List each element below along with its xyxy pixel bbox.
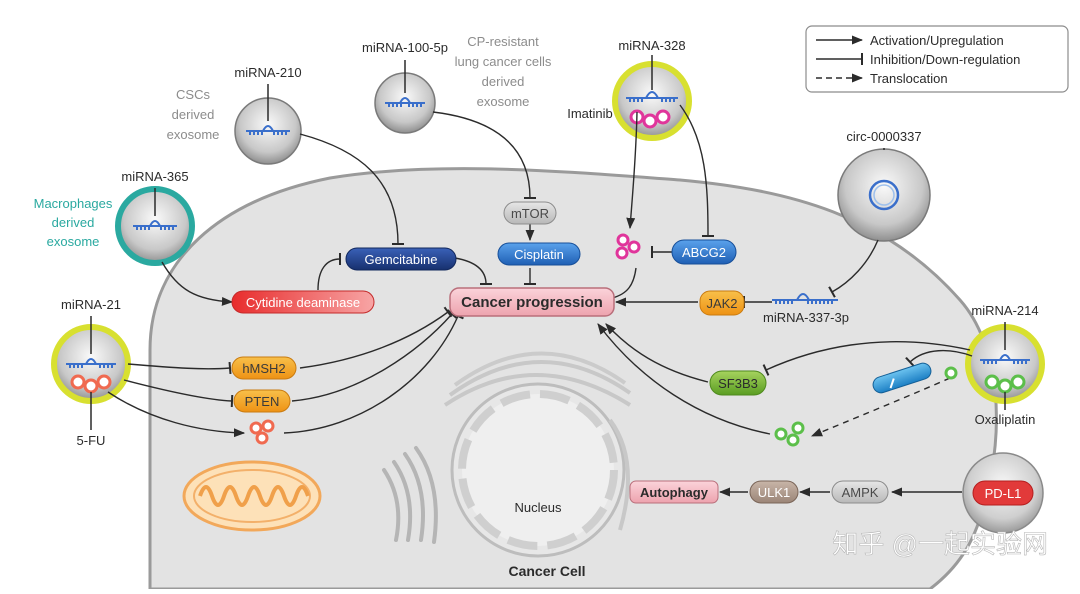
pten-label: PTEN (245, 394, 280, 409)
vesicle-pd-l1: PD-L1 (962, 452, 1044, 534)
link-imatinib-drug (626, 111, 638, 230)
ulk1-label: ULK1 (758, 485, 791, 500)
5-fu-label: 5-FU (77, 433, 106, 448)
cp-resistant-line-4: exosome (477, 94, 530, 109)
pink-drug-dots (615, 233, 641, 260)
node-sf3b3: SF3B3 (709, 370, 767, 396)
cscs-line-2: derived (172, 107, 215, 122)
mirna-337-3p-label: miRNA-337-3p (763, 310, 849, 325)
salmon-drug-dots (249, 419, 275, 445)
node-autophagy: Autophagy (629, 480, 719, 504)
link-21-hmsh2 (127, 361, 232, 375)
node-abcg2: ABCG2 (671, 239, 737, 265)
legend: Activation/Upregulation Inhibition/Down-… (805, 25, 1069, 93)
imatinib-label: Imatinib (567, 106, 613, 121)
link-hmsh2-progression (299, 306, 453, 369)
abcg2-label: ABCG2 (682, 245, 726, 260)
mirna-21-label: miRNA-21 (61, 297, 121, 312)
cisplatin-label: Cisplatin (514, 247, 564, 262)
vesicle-mirna-210 (234, 84, 302, 165)
mirna-100-5p-label: miRNA-100-5p (362, 40, 448, 55)
cancer-progression-label: Cancer progression (461, 294, 603, 311)
legend-activation-label: Activation/Upregulation (870, 33, 1004, 48)
jak2-label: JAK2 (706, 296, 737, 311)
nucleus-icon (443, 351, 632, 558)
green-drug-dots (774, 421, 805, 447)
node-cisplatin: Cisplatin (497, 242, 581, 266)
gemcitabine-label: Gemcitabine (365, 252, 438, 267)
node-cancer-progression: Cancer progression (449, 287, 615, 317)
oxaliplatin-label: Oxaliplatin (975, 412, 1036, 427)
macrophages-line-1: Macrophages (34, 196, 113, 211)
link-gemcitabine-progression (454, 257, 493, 286)
node-gemcitabine: Gemcitabine (345, 247, 457, 271)
link-greendots-progression (597, 323, 771, 435)
cp-resistant-line-1: CP-resistant (467, 34, 539, 49)
vesicle-circ-0000337 (837, 148, 931, 242)
hmsh2-label: hMSH2 (242, 361, 285, 376)
link-328-abcg2 (679, 104, 715, 238)
cytidine-deaminase-label: Cytidine deaminase (246, 295, 360, 310)
link-210-gemcitabine (299, 133, 405, 246)
node-pten: PTEN (233, 389, 291, 413)
vesicle-mirna-21 (51, 316, 131, 430)
link-100-5p-mtor (432, 111, 537, 200)
watermark: 知乎 @一起实验网 (832, 529, 1048, 559)
transporter-icon (872, 362, 932, 394)
vesicle-mirna-365 (115, 186, 195, 266)
node-ulk1: ULK1 (749, 480, 799, 504)
node-mtor: mTOR (503, 201, 557, 225)
macrophages-line-2: derived (52, 215, 95, 230)
cp-resistant-line-3: derived (482, 74, 525, 89)
cp-resistant-line-2: lung cancer cells (455, 54, 552, 69)
mitochondrion-icon (182, 460, 322, 532)
macrophages-line-3: exosome (47, 234, 100, 249)
nucleus-label: Nucleus (515, 500, 562, 515)
cscs-line-1: CSCs (176, 87, 210, 102)
link-pten-progression (291, 309, 458, 402)
node-hmsh2: hMSH2 (231, 356, 297, 380)
vesicle-mirna-100-5p (374, 60, 436, 134)
ampk-label: AMPK (842, 485, 879, 500)
mirna-328-label: miRNA-328 (618, 38, 685, 53)
link-salmon-progression (283, 312, 464, 434)
vesicle-mirna-328 (612, 55, 692, 141)
link-drug-progression (609, 267, 637, 305)
cancer-cell-label: Cancer Cell (508, 563, 585, 579)
link-365-cda (161, 261, 234, 306)
link-translocation (810, 377, 951, 437)
sf3b3-label: SF3B3 (718, 376, 758, 391)
green-drug-entry (944, 366, 958, 380)
link-214-transporter (905, 349, 973, 368)
link-21-salmon (107, 391, 246, 438)
link-214-sf3b3 (762, 341, 971, 376)
mirna-210-label: miRNA-210 (234, 65, 301, 80)
mirna-337-3p-strand (772, 293, 838, 304)
vesicle-mirna-214 (965, 322, 1045, 410)
cscs-line-3: exosome (167, 127, 220, 142)
node-ampk: AMPK (831, 480, 889, 504)
link-cda-gemcitabine (317, 252, 342, 291)
node-cytidine-deaminase: Cytidine deaminase (231, 290, 375, 314)
circ-0000337-label: circ-0000337 (846, 129, 921, 144)
golgi-icon (382, 446, 438, 544)
legend-inhibition-label: Inhibition/Down-regulation (870, 52, 1020, 67)
link-sf3b3-progression (605, 323, 709, 383)
autophagy-label: Autophagy (640, 485, 709, 500)
link-circ-337 (828, 239, 879, 298)
node-jak2: JAK2 (699, 290, 745, 316)
legend-translocation-label: Translocation (870, 71, 948, 86)
mtor-label: mTOR (511, 206, 549, 221)
mirna-214-label: miRNA-214 (971, 303, 1038, 318)
pd-l1-label: PD-L1 (985, 486, 1022, 501)
mirna-365-label: miRNA-365 (121, 169, 188, 184)
link-21-pten (123, 379, 234, 408)
